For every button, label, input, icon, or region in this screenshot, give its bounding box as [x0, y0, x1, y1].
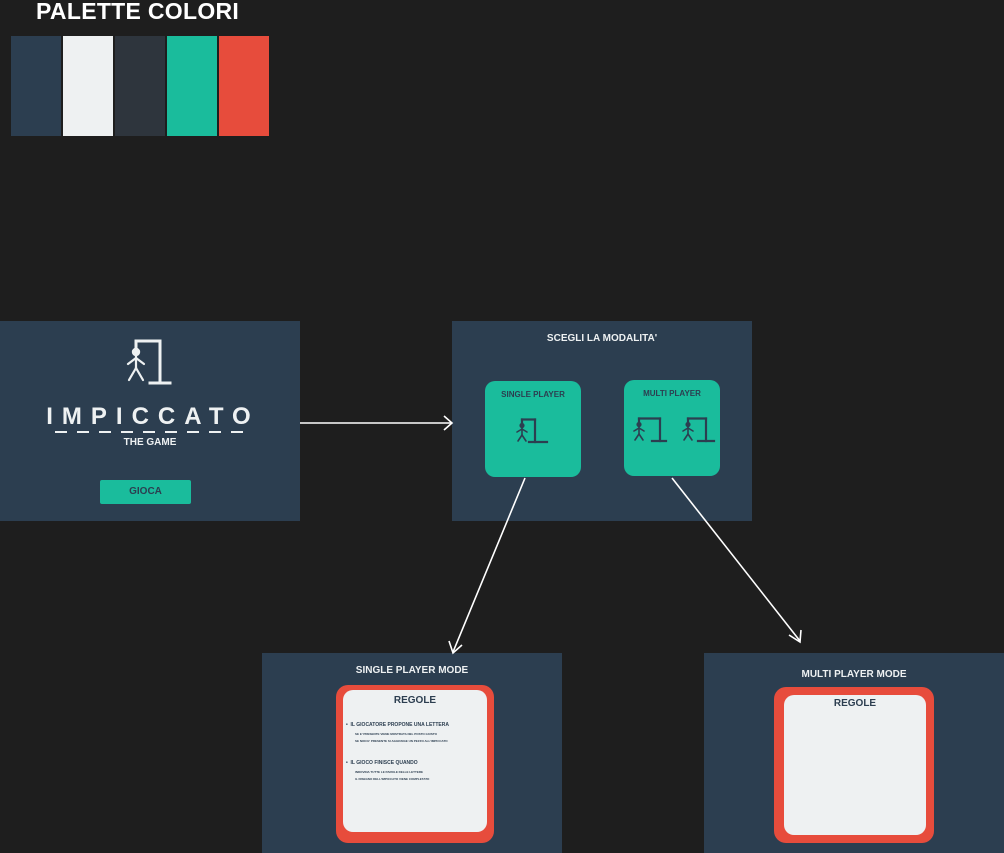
letter-dashes	[55, 431, 243, 433]
single-rules-card: REGOLE • IL GIOCATORE PROPONE UNA LETTER…	[336, 685, 494, 843]
palette-title: PALETTE COLORI	[36, 0, 240, 24]
arrowhead-mode-to-single	[448, 640, 463, 655]
rule-detail-1b: SE NON E' PRESENTE SI AGGIUNGE UN PEZZO …	[355, 739, 448, 743]
single-player-card[interactable]: SINGLE PLAYER	[485, 381, 581, 477]
single-rules-panel: REGOLE • IL GIOCATORE PROPONE UNA LETTER…	[343, 690, 487, 832]
swatch-red	[219, 36, 269, 136]
two-hangman-icon	[633, 417, 716, 443]
play-button[interactable]: GIOCA	[100, 480, 191, 504]
arrowhead-home-to-mode	[443, 415, 454, 431]
arrowhead-mode-to-multi	[788, 629, 802, 644]
game-subtitle: THE GAME	[123, 437, 177, 448]
multi-rules-card: REGOLE	[774, 687, 934, 843]
multi-player-label: MULTI PLAYER	[643, 389, 701, 398]
rule-title-1: • IL GIOCATORE PROPONE UNA LETTERA	[346, 722, 449, 728]
rule-detail-2a: INDOVINA TUTTE LE PAROLE DELLE LETTERE	[355, 770, 424, 774]
rule-title-2: • IL GIOCO FINISCE QUANDO	[346, 760, 418, 766]
rule-detail-1a: SE E' PRESENTE VIENE MOSTRATA NEL POSTO …	[355, 732, 438, 736]
swatch-light	[63, 36, 113, 136]
swatch-navy	[11, 36, 61, 136]
hangman-icon	[126, 339, 172, 385]
swatch-charcoal	[115, 36, 165, 136]
rule-title-1-text: IL GIOCATORE PROPONE UNA LETTERA	[350, 722, 449, 728]
arrow-mode-to-single	[452, 477, 526, 653]
game-title: IMPICCATO	[46, 403, 260, 430]
mode-select-heading: SCEGLI LA MODALITA'	[546, 333, 658, 344]
multi-player-card[interactable]: MULTI PLAYER	[624, 380, 720, 476]
single-rules-heading: REGOLE	[393, 695, 437, 706]
arrow-mode-to-multi	[671, 477, 801, 642]
multi-player-heading: MULTI PLAYER MODE	[801, 669, 907, 680]
rule-detail-2b: IL DISEGNO DELL'IMPICCATO VIENE COMPLETA…	[355, 777, 430, 781]
hangman-icon	[516, 418, 549, 444]
swatch-teal	[167, 36, 217, 136]
multi-rules-panel: REGOLE	[784, 695, 926, 835]
rule-title-2-text: IL GIOCO FINISCE QUANDO	[350, 760, 418, 766]
single-player-heading: SINGLE PLAYER MODE	[355, 665, 469, 676]
single-player-label: SINGLE PLAYER	[501, 390, 565, 399]
multi-rules-heading: REGOLE	[833, 698, 877, 709]
